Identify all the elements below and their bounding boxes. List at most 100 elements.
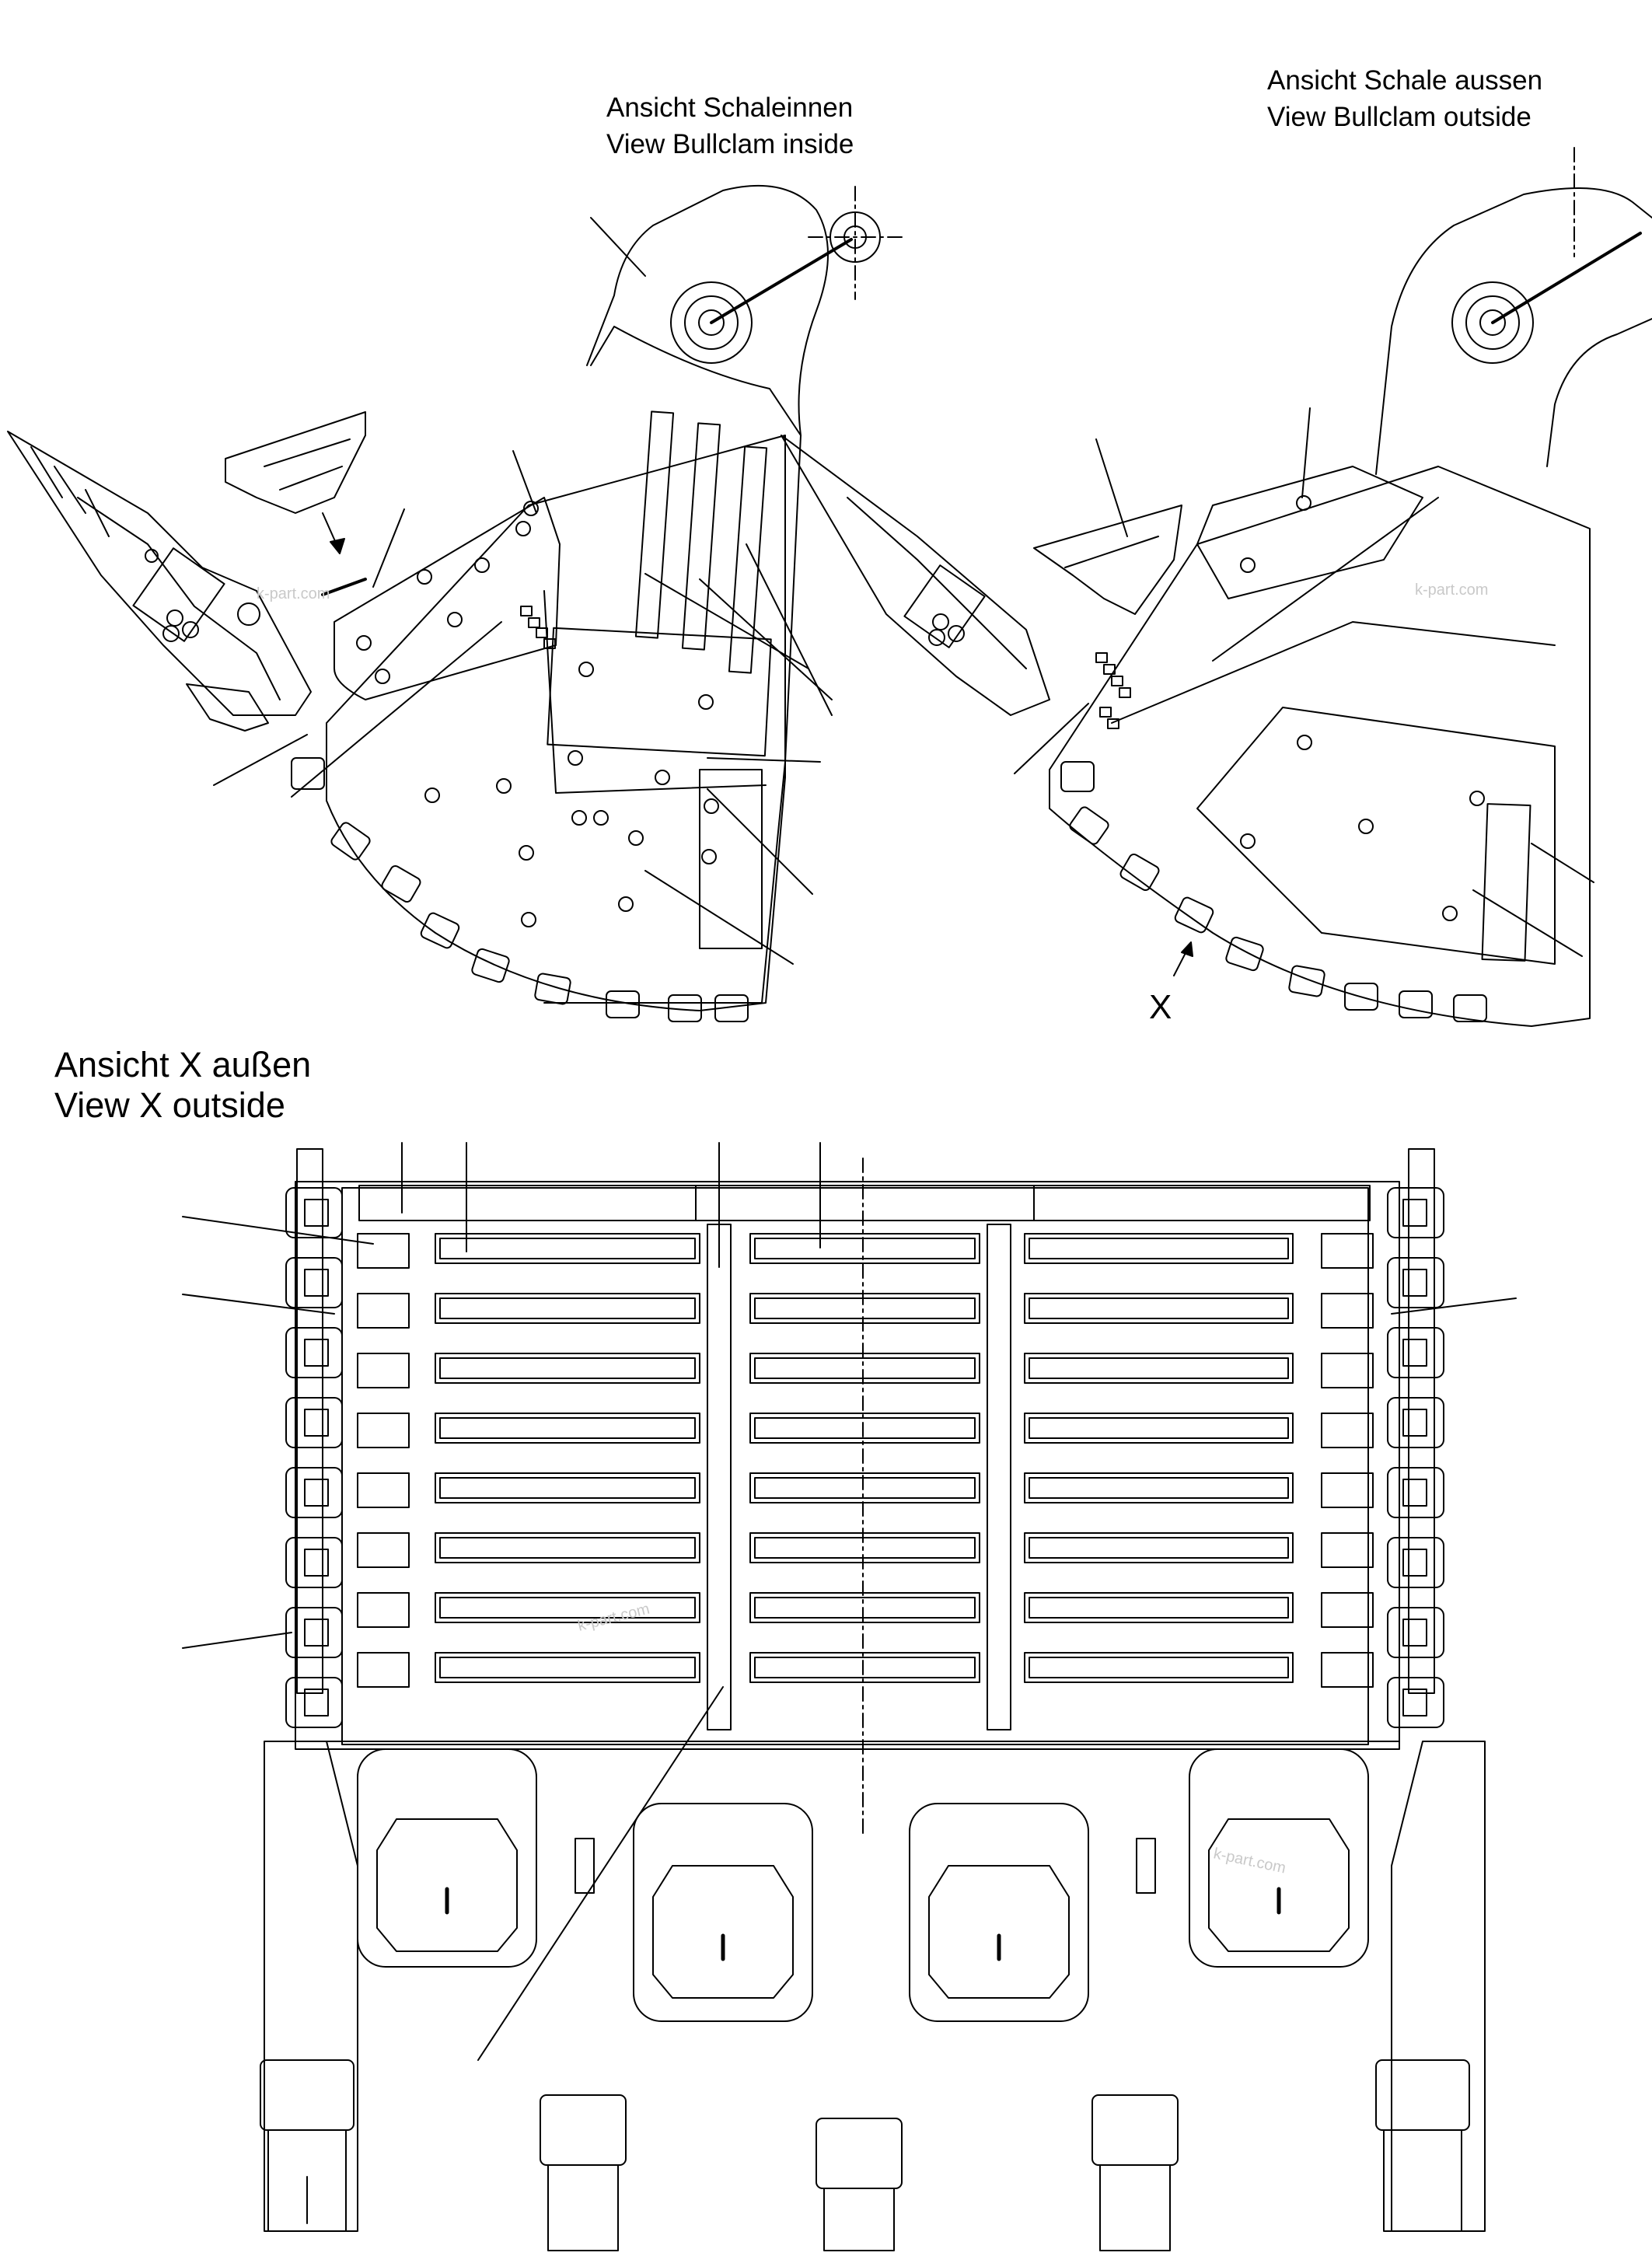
inside-slot-1 [634,410,675,639]
x-small-slot-right [1136,1838,1156,1894]
outside-fold [1111,621,1556,724]
wear-plate-inner [439,1238,696,1259]
arm-outline [543,184,829,1004]
left-small-plate [357,1532,410,1568]
tip-5 [1375,2059,1470,2232]
right-side-tooth-core [1402,1409,1427,1437]
outside-pivot-mid [1465,295,1520,350]
wear-plate-inner [439,1477,696,1499]
right-side-tooth [1387,1257,1444,1308]
left-small-plate [357,1413,410,1448]
pivot-boss-mid [684,295,739,350]
wear-plate [1024,1652,1294,1683]
wear-plate-inner [754,1238,976,1259]
inside-slot-2 [681,422,721,651]
right-small-plate [1321,1293,1374,1329]
wear-plate [749,1532,980,1563]
right-side-tooth-core [1402,1689,1427,1716]
wear-plate-inner [1029,1238,1289,1259]
left-side-tooth [285,1607,343,1658]
outside-ripper-assembly [781,435,1182,716]
wear-plate-inner [1029,1657,1289,1678]
left-small-plate [357,1592,410,1628]
wear-plate-inner [754,1417,976,1439]
pivot-boss-outer [670,281,753,364]
right-side-tooth [1387,1677,1444,1728]
arm-leader [590,217,646,277]
wear-plate-inner [439,1417,696,1439]
wear-plate [749,1652,980,1683]
outside-small-plates [1095,652,1131,729]
outside-pivot-leader [1491,232,1642,324]
wear-plate [435,1293,700,1324]
view-x-arrowhead [1181,941,1193,957]
inside-slot-3 [728,445,768,674]
outside-edge [1212,497,1439,662]
wear-plate-inner [1029,1537,1289,1559]
right-small-plate [1321,1472,1374,1508]
wear-plate-inner [1029,1597,1289,1619]
tip-2 [540,2094,627,2251]
right-side-tooth-core [1402,1199,1427,1227]
wear-plate-inner [754,1597,976,1619]
left-side-tooth [285,1187,343,1238]
left-side-tooth-core [304,1199,329,1227]
watermark-3: k-part.com [576,1601,651,1635]
adapter-4 [1189,1748,1369,1968]
shell-body [326,435,786,1011]
wear-plate [749,1233,980,1264]
inside-lip-teeth [330,822,749,1022]
wear-plate-inner [439,1657,696,1678]
right-side-tooth-core [1402,1339,1427,1367]
x-frame-outer [295,1181,1400,1750]
inside-caption-de: Ansicht Schaleinnen [606,93,853,123]
x-lower-teeth [260,1741,1486,2251]
right-small-plate [1321,1532,1374,1568]
x-view-caption-de: Ansicht X außen [54,1045,311,1084]
wear-plate-inner [439,1597,696,1619]
right-side-tooth-core [1402,1549,1427,1577]
wear-plate [1024,1293,1294,1324]
wear-plate [435,1413,700,1444]
adapter-3 [909,1803,1089,2022]
wear-plate-inner [439,1537,696,1559]
right-side-tooth [1387,1397,1444,1448]
wear-plate [749,1472,980,1503]
outside-edge-tooth [1060,761,1095,792]
x-frame-inner [341,1187,1369,1745]
x-center-strip-left [707,1224,732,1730]
wear-plate [1024,1592,1294,1623]
outside-caption-de: Ansicht Schale aussen [1267,65,1542,96]
adapter-1 [357,1748,537,1968]
wear-plate-inner [754,1537,976,1559]
inside-side-strip [699,769,763,949]
right-side-tooth [1387,1467,1444,1518]
left-side-tooth [285,1327,343,1378]
left-side-tooth [285,1397,343,1448]
wear-plate [749,1353,980,1384]
outside-pivot-outer [1451,281,1534,364]
wear-plate [435,1532,700,1563]
left-small-plate [357,1652,410,1688]
right-small-plate [1321,1592,1374,1628]
right-side-tooth [1387,1187,1444,1238]
left-side-tooth-core [304,1479,329,1507]
view-x-marker: X [1149,988,1172,1026]
right-small-plate [1321,1413,1374,1448]
wear-plate [435,1472,700,1503]
left-small-plate [357,1353,410,1388]
left-side-tooth-core [304,1269,329,1297]
x-right-side-bar [1408,1148,1435,1694]
left-side-tooth-core [304,1549,329,1577]
right-side-tooth [1387,1327,1444,1378]
left-small-plate [357,1472,410,1508]
right-side-tooth-core [1402,1269,1427,1297]
loose-adapter-detail [264,438,351,491]
x-view-caption-en: View X outside [54,1085,285,1125]
wear-plate-inner [1029,1477,1289,1499]
wear-plate [749,1592,980,1623]
wear-plate-inner [439,1357,696,1379]
right-side-tooth-core [1402,1479,1427,1507]
outside-caption-en: View Bullclam outside [1267,102,1532,132]
wear-plate [435,1233,700,1264]
